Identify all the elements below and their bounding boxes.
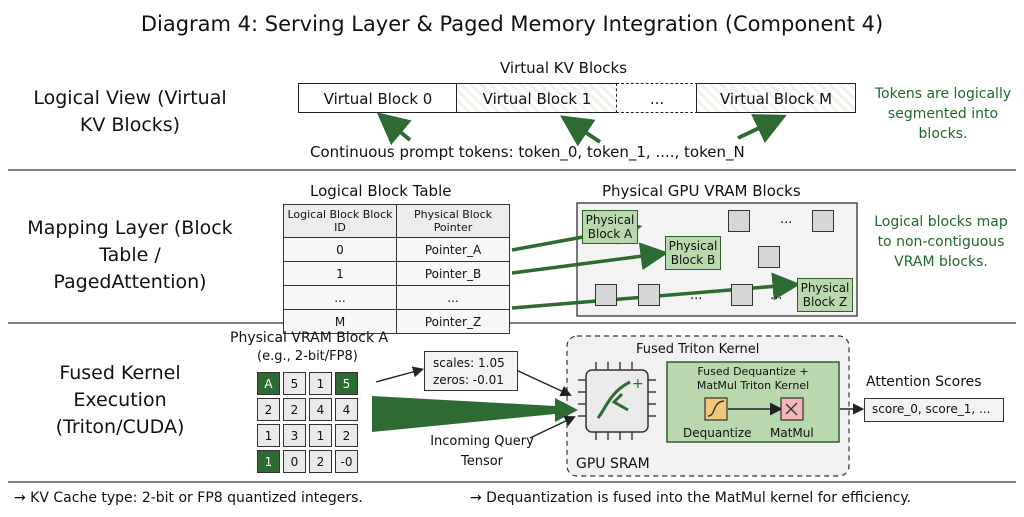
grid-cell: 2 — [283, 398, 306, 421]
dequantize-label: Dequantize — [683, 426, 752, 440]
matmul-label: MatMul — [770, 426, 814, 440]
zeros-value: zeros: -0.01 — [433, 373, 504, 387]
vram-block-a-sub: (e.g., 2-bit/FP8) — [257, 349, 358, 364]
vram-title: Physical GPU VRAM Blocks — [602, 182, 801, 200]
vram-block — [638, 284, 660, 306]
row-block-id: 1 — [283, 261, 397, 286]
attention-scores-box — [864, 398, 1004, 422]
virtual-block-ellipsis: ... — [616, 83, 698, 113]
row-pointer: Pointer_A — [396, 237, 510, 262]
table-row: 0 Pointer_A — [283, 237, 510, 262]
fused-kernel-title: Fused Triton Kernel — [636, 342, 760, 357]
svg-text:+: + — [632, 376, 644, 392]
grid-cell: A — [257, 372, 280, 395]
block-to-scales-arrow — [375, 366, 425, 383]
grid-cell: 1 — [257, 450, 280, 473]
query-tensor-label: Incoming Query Tensor — [430, 434, 534, 469]
matmul-icon — [780, 397, 804, 421]
vram-block — [731, 284, 753, 306]
attention-scores-title: Attention Scores — [866, 374, 982, 390]
table-row: 1 Pointer_B — [283, 261, 510, 286]
vram-block — [812, 210, 834, 232]
physical-block-b: Physical Block B — [665, 236, 721, 270]
section-logical-view: Logical View (Virtual KV Blocks) — [33, 87, 227, 136]
grid-cell: 1 — [309, 372, 332, 395]
tokens-note: Tokens are logically segmented into bloc… — [874, 86, 1012, 142]
grid-cell: 0 — [283, 450, 306, 473]
block-to-sram-arrow — [372, 396, 578, 432]
table-row: M Pointer_Z — [283, 309, 510, 334]
grid-cell: 1 — [309, 424, 332, 447]
vram-block — [728, 210, 750, 232]
grid-cell: 1 — [257, 424, 280, 447]
vram-ellipsis: ... — [770, 288, 783, 303]
virtual-block-0: Virtual Block 0 — [298, 83, 458, 113]
virtual-block-m: Virtual Block M — [696, 83, 856, 113]
grid-cell: 4 — [335, 398, 358, 421]
grid-cell: -0 — [335, 450, 358, 473]
grid-cell: 5 — [283, 372, 306, 395]
row-pointer: ... — [396, 285, 510, 310]
col-logical-block-id: Logical Block Block ID — [283, 204, 397, 238]
table-row: ... ... — [283, 285, 510, 310]
grid-cell: 4 — [309, 398, 332, 421]
inner-kernel-box — [666, 361, 840, 443]
section-mapping-layer: Mapping Layer (Block Table / PagedAttent… — [27, 217, 233, 293]
row-block-id: M — [283, 309, 397, 334]
footer-dequantization-note: → Dequantization is fused into the MatMu… — [470, 490, 912, 506]
row-block-id: 0 — [283, 237, 397, 262]
footer-kv-cache-type: → KV Cache type: 2-bit or FP8 quantized … — [14, 490, 363, 506]
grid-cell: 2 — [309, 450, 332, 473]
virtual-blocks-header: Virtual KV Blocks — [500, 59, 628, 77]
physical-block-a: Physical Block A — [582, 210, 638, 244]
row-pointer: Pointer_B — [396, 261, 510, 286]
block-table-title: Logical Block Table — [310, 182, 452, 200]
grid-cell: 2 — [335, 424, 358, 447]
virtual-block-1: Virtual Block 1 — [456, 83, 618, 113]
prompt-tokens-label: Continuous prompt tokens: token_0, token… — [310, 143, 745, 161]
vram-block — [758, 246, 780, 268]
map-arrow-b — [511, 242, 669, 275]
token-arrow-m — [737, 114, 787, 144]
attention-scores-values: score_0, score_1, ... — [872, 402, 991, 416]
vram-ellipsis: ... — [690, 288, 703, 303]
logical-block-table: Logical Block Block ID Physical Block Po… — [283, 204, 510, 334]
grid-cell: 3 — [283, 424, 306, 447]
physical-block-z: Physical Block Z — [797, 278, 853, 312]
inner-kernel-title: Fused Dequantize + MatMul Triton Kernel — [696, 365, 810, 392]
mapping-note: Logical blocks map to non-contiguous VRA… — [874, 214, 1008, 270]
vram-block — [595, 284, 617, 306]
scales-zeros-box — [424, 351, 518, 391]
gpu-sram-label: GPU SRAM — [576, 456, 650, 472]
row-pointer: Pointer_Z — [396, 309, 510, 334]
grid-cell: 2 — [257, 398, 280, 421]
scales-value: scales: 1.05 — [433, 356, 505, 370]
row-block-id: ... — [283, 285, 397, 310]
sram-chip-icon: + — [578, 362, 656, 440]
section-fused-kernel: Fused Kernel Execution (Triton/CUDA) — [55, 362, 185, 438]
diagram-title: Diagram 4: Serving Layer & Paged Memory … — [140, 12, 884, 36]
token-arrow-0 — [376, 112, 412, 146]
query-to-sram-arrow — [529, 415, 576, 439]
col-physical-pointer: Physical Block Pointer — [396, 204, 510, 238]
token-arrow-1 — [560, 115, 602, 147]
vram-ellipsis: ... — [780, 212, 793, 227]
scales-to-sram-arrow — [515, 369, 572, 397]
vram-block-a-label: Physical VRAM Block A — [230, 330, 389, 346]
grid-cell: 5 — [335, 372, 358, 395]
